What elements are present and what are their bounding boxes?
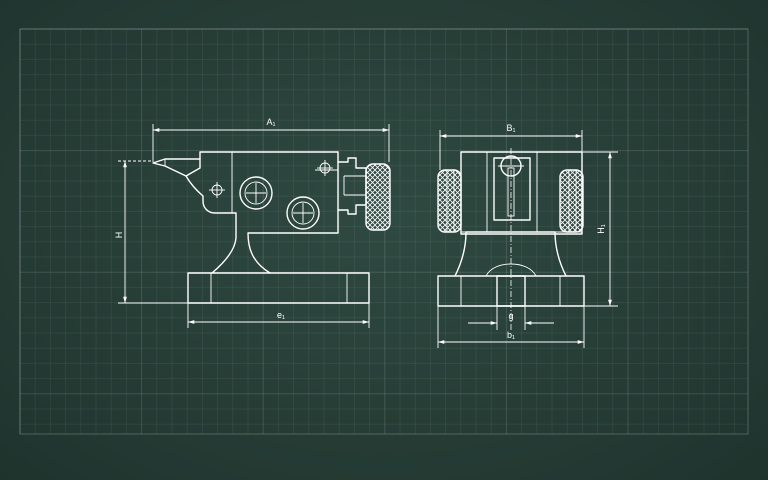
side-view-body — [185, 151, 339, 274]
dimension-e1: e₁ — [187, 303, 370, 328]
dimension-label-e1: e₁ — [277, 310, 285, 320]
side-view-center-point — [152, 158, 201, 177]
grid-border — [19, 28, 749, 435]
knurled-knob-icon — [365, 163, 391, 231]
dimension-label-b1-lower: b₁ — [507, 330, 515, 340]
hole-left-icon — [209, 182, 225, 198]
right-knob-icon — [559, 169, 584, 233]
side-view: A₁ H e₁ — [114, 117, 391, 328]
dimension-label-b1-upper: B₁ — [506, 123, 515, 133]
dimension-a1: A₁ — [152, 117, 390, 162]
side-view-screw — [337, 157, 367, 215]
dimension-label-h1: H₁ — [596, 224, 606, 234]
dimension-h1: H₁ — [582, 151, 618, 307]
dimension-b1-upper: B₁ — [439, 123, 583, 170]
side-view-base — [187, 272, 370, 304]
hole-right-icon — [317, 160, 333, 176]
left-knob-icon — [437, 169, 462, 233]
dimension-label-h: H — [114, 232, 124, 239]
dimension-h: H — [114, 160, 188, 304]
bolt-upper-icon — [239, 176, 273, 210]
front-view-column — [454, 231, 567, 277]
front-view: B₁ H₁ g b₁ — [437, 123, 618, 348]
dimension-label-a1: A₁ — [266, 117, 275, 127]
dimension-g: g — [468, 306, 554, 330]
grid-paper — [19, 28, 748, 434]
bolt-lower-icon — [286, 196, 320, 230]
dimension-b1-lower: b₁ — [437, 306, 585, 348]
dimension-label-g: g — [508, 311, 513, 321]
